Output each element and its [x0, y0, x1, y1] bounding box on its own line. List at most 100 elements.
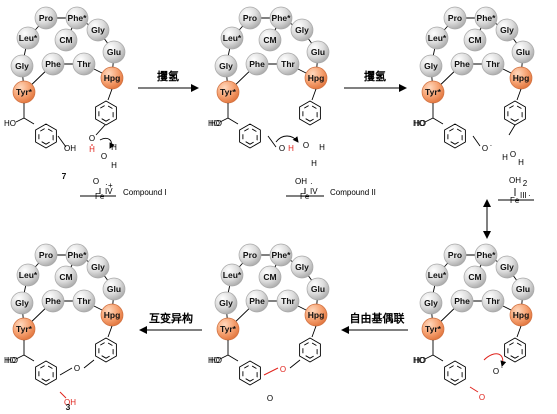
residue-label: Thr [486, 59, 500, 69]
residue-label: Leu* [19, 270, 38, 280]
residue-bead: Gly [10, 54, 34, 78]
residue-bead-ball [214, 291, 238, 315]
residue-bead: Hpg [100, 303, 124, 327]
ether-oxygen-label: O [74, 364, 80, 373]
bond [472, 135, 481, 147]
residue-bead: CM [463, 28, 487, 52]
hpg-ring-inner-bonds [507, 104, 523, 122]
residue-bead-ball [450, 289, 474, 313]
tyrosine-ring-inner-bonds [447, 127, 463, 145]
bond [424, 117, 434, 123]
residue-bead-ball [269, 243, 293, 267]
bond [516, 325, 522, 338]
residue-label: Thr [486, 296, 500, 306]
residue-bead-ball [54, 265, 78, 289]
tyrosine-side-chain: HO [413, 103, 466, 149]
residue-bead: Hpg [304, 66, 328, 90]
radical-dot: · [105, 180, 108, 189]
phenol-oh-label: OH [64, 398, 76, 407]
residue-bead-ball [258, 28, 282, 52]
bond [516, 88, 522, 101]
residue-bead: Pro [443, 243, 467, 267]
residue-label: Gly [219, 298, 233, 308]
residue-bead: Tyr* [12, 80, 36, 104]
residue-bead: Glu [511, 40, 535, 64]
residue-bead-ball [419, 54, 443, 78]
residue-bead-ball [10, 291, 34, 315]
residue-label: Tyr* [16, 87, 33, 97]
residue-label: Glu [311, 284, 325, 294]
dienone-ring [35, 360, 57, 386]
dienone-ring-inner-bonds [242, 364, 258, 382]
residue-label: Tyr* [16, 324, 33, 334]
residue-bead-ball [245, 289, 269, 313]
electron-push-arrow [99, 137, 115, 149]
residue-bead-ball [511, 277, 535, 301]
abstracted-hydrogen-label: H [89, 145, 95, 154]
residue-label: Tyr* [220, 87, 237, 97]
residue-bead-ball [72, 52, 96, 76]
step-arrow-4: 互变异构 [139, 311, 202, 334]
diaryl-ether-bond [83, 359, 95, 369]
compound-number-label: 7 [62, 171, 67, 181]
residue-bead: Phe [41, 289, 65, 313]
bond [267, 135, 277, 148]
bond [23, 117, 35, 125]
step-arrow-3: 自由基偶联 [341, 311, 408, 334]
residue-bead: Gly [290, 255, 314, 279]
residue-bead: Phe* [269, 6, 293, 30]
residue-label: CM [468, 35, 481, 45]
residue-bead-ball [276, 289, 300, 313]
residue-bead: Pro [238, 6, 262, 30]
hydroxyl-label: HO [414, 119, 426, 128]
residue-label: Leu* [19, 33, 38, 43]
residue-bead: Thr [276, 52, 300, 76]
diaryl-ether-bond [289, 359, 301, 369]
tyrosine-ring [444, 123, 466, 149]
tyrosine-side-chain: HO [4, 340, 57, 386]
iron-oxidation-state: IV [310, 187, 318, 196]
residue-bead: Tyr* [12, 317, 36, 341]
bond [508, 124, 516, 136]
iron-label: Fe [95, 192, 105, 201]
diaryl-ether-bond [59, 367, 73, 376]
residue-label: Glu [516, 47, 530, 57]
residue-label: Pro [448, 13, 462, 23]
carbonyl-bond [469, 386, 479, 393]
transferring-hydrogen-label: H [288, 144, 294, 153]
dienone-ring-inner-bonds [38, 364, 54, 382]
residue-bead-ball [481, 52, 505, 76]
residue-bead-ball [463, 28, 487, 52]
hydroxyl-label: HO [210, 356, 222, 365]
residue-bead-ball [481, 289, 505, 313]
residue-label: CM [468, 272, 481, 282]
residue-bead: Gly [419, 54, 443, 78]
residue-label: Tyr* [220, 324, 237, 334]
residue-label: Phe* [477, 13, 497, 23]
hpg-side-chain [95, 88, 117, 126]
residue-label: Hpg [513, 310, 530, 320]
residue-bead: Pro [34, 243, 58, 267]
residue-label: Glu [107, 284, 121, 294]
bond [15, 354, 25, 360]
residue-bead-ball [41, 52, 65, 76]
residue-bead: Glu [306, 40, 330, 64]
residue-bead: Hpg [509, 66, 533, 90]
residue-bead: Tyr* [421, 317, 445, 341]
hydroxyl-label: HO [413, 356, 425, 365]
hpg-side-chain [299, 88, 321, 126]
water-hydrogen-label: H [311, 159, 317, 168]
dienone-ring-inner-bonds [447, 364, 463, 382]
aqua-ligand-label: OH [509, 176, 521, 185]
residue-bead: CM [54, 265, 78, 289]
residue-label: Phe* [477, 250, 497, 260]
hpg-oxygen-label: O [89, 134, 95, 143]
